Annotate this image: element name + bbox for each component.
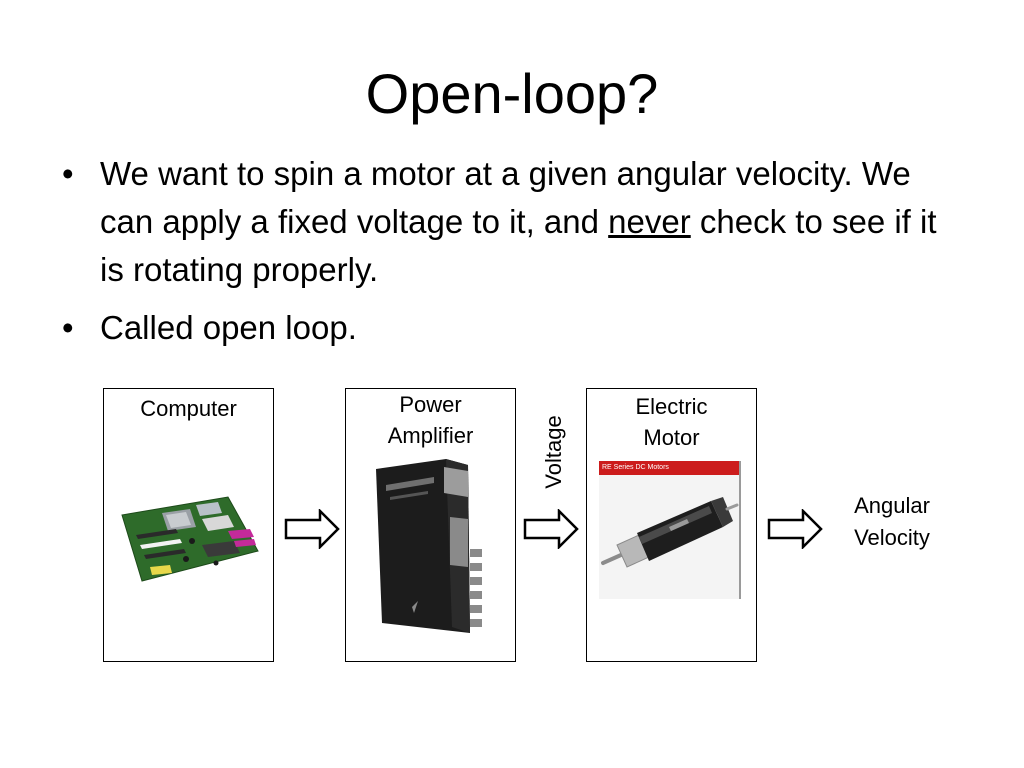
electric-motor-label-line1: Electric xyxy=(635,394,708,419)
electric-motor-label-line2: Motor xyxy=(643,425,700,450)
slide-title: Open-loop? xyxy=(365,62,659,125)
dc-motor-icon xyxy=(601,497,739,568)
servo-amplifier-icon xyxy=(376,459,482,633)
bullet-marker: • xyxy=(62,155,74,192)
electric-motor-block: Electric Motor RE Series DC Motors xyxy=(586,388,757,662)
output-label-line2: Velocity xyxy=(854,525,930,550)
computer-label: Computer xyxy=(140,396,237,421)
bullet-text: Called open loop. xyxy=(100,309,357,346)
hollow-right-arrow-icon xyxy=(284,509,340,549)
hollow-right-arrow-icon xyxy=(523,509,579,549)
voltage-text: Voltage xyxy=(541,415,566,489)
power-amplifier-label-line1: Power xyxy=(399,392,462,417)
motor-photo: RE Series DC Motors xyxy=(599,461,741,599)
motor-photo-banner: RE Series DC Motors xyxy=(599,461,739,475)
underlined-word: never xyxy=(608,203,691,240)
bullet-text-end: check to see if it is rotating properly. xyxy=(100,203,937,288)
power-amplifier-block: Power Amplifier xyxy=(345,388,516,662)
angular-velocity-label: Angular Velocity xyxy=(840,490,944,554)
voltage-label: Voltage xyxy=(523,406,585,498)
bullet-item: • We want to spin a motor at a given ang… xyxy=(62,150,962,294)
bullet-list: • We want to spin a motor at a given ang… xyxy=(62,150,962,362)
bullet-item: • Called open loop. xyxy=(62,304,962,352)
motherboard-icon xyxy=(121,496,259,582)
computer-block: Computer xyxy=(103,388,274,662)
power-amplifier-label-line2: Amplifier xyxy=(387,423,474,448)
hollow-right-arrow-icon xyxy=(767,509,823,549)
bullet-marker: • xyxy=(62,309,74,346)
bullet-text-start: We want to spin a motor at a given angul… xyxy=(100,155,911,240)
output-label-line1: Angular xyxy=(854,493,930,518)
